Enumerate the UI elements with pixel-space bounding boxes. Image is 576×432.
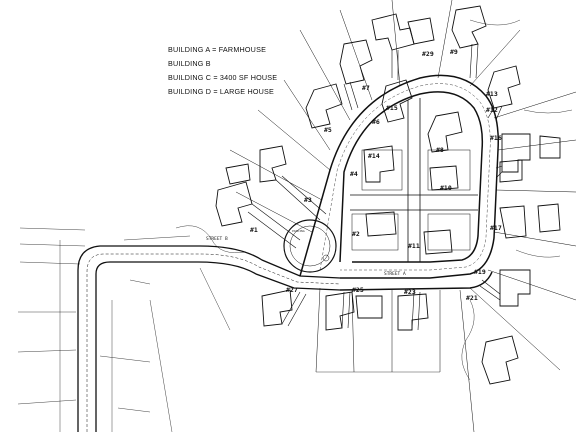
legend-building-d: BUILDING D = LARGE HOUSE: [168, 87, 274, 96]
lot-label-14: #14: [368, 152, 380, 160]
svg-text:PARKING: PARKING: [292, 229, 305, 233]
inner-island: [350, 98, 478, 262]
entry-road: STREET B: [59, 235, 341, 432]
lot-label-7: #7: [362, 84, 370, 92]
lot-label-12: #12: [486, 106, 498, 114]
lot-label-15: #15: [386, 104, 398, 112]
lot-label-10: #10: [440, 184, 452, 192]
roundabout: PARKING: [283, 219, 337, 273]
lot-label-8: #8: [436, 146, 444, 154]
entry-road-label: STREET B: [206, 236, 228, 242]
lot-label-17: #17: [490, 224, 502, 232]
lot-label-16: #16: [490, 134, 502, 142]
loop-road: STREET A: [299, 74, 499, 291]
landscape-lines: [175, 19, 573, 381]
lot-label-25: #25: [352, 286, 364, 294]
lot-label-27: #27: [286, 286, 298, 294]
lot-label-9: #9: [450, 48, 458, 56]
lot-label-1: #1: [250, 226, 258, 234]
legend-building-b: BUILDING B: [168, 59, 211, 68]
lot-label-19: #19: [474, 268, 486, 276]
lot-label-5: #5: [324, 126, 332, 134]
lot-labels: #1 #2 #3 #4 #5 #6 #7 #8 #9 #10 #11 #12 #…: [250, 48, 502, 302]
legend-building-a: BUILDING A = FARMHOUSE: [168, 45, 266, 54]
building-footprints: [215, 5, 561, 385]
loop-road-label: STREET A: [384, 271, 406, 277]
lot-label-3: #3: [304, 196, 312, 204]
lot-label-11: #11: [408, 242, 420, 250]
building-legend: BUILDING A = FARMHOUSE BUILDING B BUILDI…: [168, 45, 277, 96]
driveways: [247, 43, 503, 331]
legend-building-c: BUILDING C = 3400 SF HOUSE: [168, 73, 277, 82]
lot-label-6: #6: [372, 118, 380, 126]
lot-label-13: #13: [486, 90, 498, 98]
lot-label-29: #29: [422, 50, 434, 58]
lot-label-23: #23: [404, 288, 416, 296]
lot-label-21: #21: [466, 294, 478, 302]
lot-label-4: #4: [350, 170, 358, 178]
lot-property-lines: [229, 0, 576, 432]
annotation-notes: [17, 227, 151, 413]
lot-label-2: #2: [352, 230, 360, 238]
